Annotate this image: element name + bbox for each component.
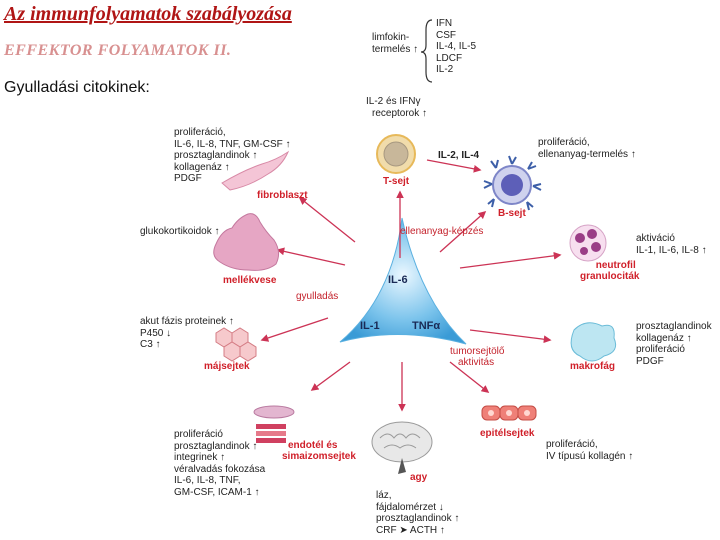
receptor-label: IL-2 és IFNγ receptorok ↑: [366, 96, 428, 119]
endothel-icon: [253, 405, 295, 443]
antibody-label: ellenanyag-képzés: [400, 226, 484, 237]
lymphokine-item: IL-2: [436, 64, 454, 76]
tnf-label: TNFα: [412, 320, 441, 332]
endothel-effects: proliferáció prosztaglandinok ↑ integrin…: [174, 429, 266, 498]
neutrophil-label: neutrofil granulociták: [580, 260, 640, 282]
epithel-icon: [481, 405, 537, 421]
bcell-label: B-sejt: [498, 208, 526, 219]
arrow-liver: [260, 317, 329, 342]
arrow-epithel: [449, 361, 490, 393]
arrow-fibroblast: [298, 197, 356, 243]
fibroblast-icon: [221, 150, 290, 191]
lymphokine-item: LDCF: [436, 52, 463, 64]
tcell-label: T-sejt: [383, 176, 410, 187]
epithel-effects: proliferáció, IV típusú kollagén ↑: [546, 439, 634, 462]
arrow-adrenal: [276, 247, 346, 266]
lymphokine-bracket: [420, 19, 433, 83]
tcell-icon: [376, 134, 416, 174]
slide-title: Az immunfolyamatok szabályozása: [4, 3, 292, 25]
fibroblast-label: fibroblaszt: [257, 190, 308, 201]
brain-effects: láz, fájdalomérzet ↓ prosztaglandinok ↑ …: [376, 490, 460, 536]
lymphokine-item: CSF: [436, 29, 456, 41]
arrow-bcell: [439, 210, 487, 253]
bcell-icon: [483, 155, 542, 211]
lymphokine-list: IFN CSF IL-4, IL-5 LDCF IL-2: [436, 18, 476, 76]
lymphokine-label: limfokin- termelés ↑: [372, 32, 419, 55]
epithel-label: epitélsejtek: [480, 428, 535, 439]
il1-label: IL-1: [360, 320, 380, 332]
lymphokine-item: IL-4, IL-5: [436, 41, 477, 53]
adrenal-icon: [213, 213, 280, 271]
arrow-endothel: [310, 361, 351, 391]
center-star: [339, 217, 467, 345]
adrenal-label: mellékvese: [223, 275, 277, 286]
il6-label: IL-6: [388, 274, 408, 286]
brain-icon: [371, 421, 433, 474]
neutrophil-icon: [569, 224, 607, 262]
fibroblast-effects: proliferáció, IL-6, IL-8, TNF, GM-CSF ↑ …: [174, 127, 291, 185]
adrenal-effect: glukokortikoidok ↑: [140, 226, 220, 237]
bcell-effects: proliferáció, ellenanyag-termelés ↑: [538, 137, 636, 160]
brain-label: agy: [410, 472, 428, 483]
arrow-macrophage: [469, 329, 552, 344]
liver-icon: [215, 327, 257, 362]
section-heading: Gyulladási citokinek:: [4, 79, 150, 96]
macrophage-icon: [570, 322, 617, 362]
antitumor-label: tumorsejtölő aktivitás: [450, 346, 505, 368]
endothel-label: endotél és simaizomsejtek: [282, 440, 356, 462]
tcell-cytokines: IL-2, IL-4: [438, 150, 480, 161]
neutrophil-effects: aktiváció IL-1, IL-6, IL-8 ↑: [636, 233, 707, 256]
slide-subtitle: EFFEKTOR FOLYAMATOK II.: [4, 42, 232, 59]
lymphokine-item: IFN: [436, 18, 453, 29]
liver-effects: akut fázis proteinek ↑ P450 ↓ C3 ↑: [140, 316, 234, 351]
macrophage-effects: prosztaglandinok kollagenáz ↑ proliferác…: [636, 321, 712, 367]
arrow-neutrophil: [459, 251, 562, 269]
liver-label: májsejtek: [204, 361, 250, 372]
inflammation-label: gyulladás: [296, 291, 339, 302]
macrophage-label: makrofág: [570, 361, 616, 372]
arrow-tcell-bcell: [426, 159, 482, 173]
